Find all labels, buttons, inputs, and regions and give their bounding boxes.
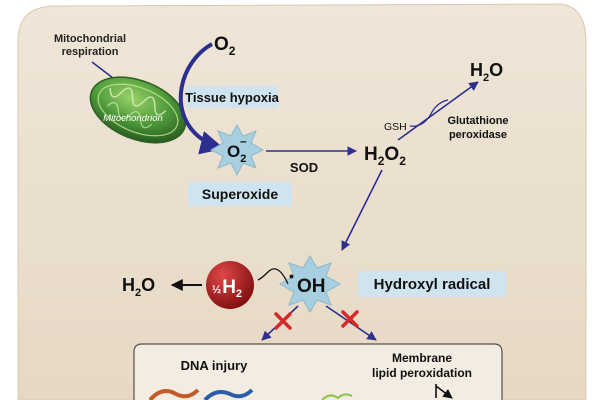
half-h2-sphere [206,261,254,309]
dna-helix-illustration [148,388,254,400]
mitochondrion-label: Mitochondrion [103,113,163,124]
outcomes-box [133,343,503,400]
gsh-label: GSH [384,121,407,133]
hydroxyl-dot: • [289,268,294,284]
gpx-label: Glutathione [447,115,508,127]
arrow-oh-to-membrane [325,305,377,341]
mito-respiration-label: Mitochondrial [54,33,126,45]
block-x-icon-right [341,310,359,328]
h2o-top-molecule: H2O [470,60,503,84]
arrow-o2-to-superoxide [178,42,225,155]
superoxide-charge: – [240,134,247,148]
hydroxyl-formula: OH [297,276,326,297]
sod-label: SOD [290,160,318,175]
superoxide-label: Superoxide [202,186,278,202]
membrane-illustration [321,384,453,400]
oh-to-h2-connector [257,268,289,285]
hydroxyl-label: Hydroxyl radical [374,276,491,293]
membrane-label: Membrane [392,351,452,365]
superoxide-formula: O2 [227,142,246,165]
superoxide-star [209,123,265,177]
arrow-h2o2-to-h2o [397,81,479,141]
mito-respiration-label-2: respiration [62,46,119,58]
o2-molecule: O2 [214,34,236,58]
h2o2-molecule: H2O2 [364,144,406,168]
half-h2-label: ½H2 [212,277,242,300]
hydroxyl-label-box [358,271,506,297]
superoxide-label-box [188,182,292,206]
h2o-left-molecule: H2O [122,275,155,299]
gpx-label-2: peroxidase [449,129,507,141]
membrane-label-2: lipid peroxidation [372,366,472,380]
block-x-icon-left [274,312,292,330]
tissue-hypoxia-label: Tissue hypoxia [185,90,279,105]
dna-injury-label: DNA injury [181,358,248,373]
gsh-arrow [409,99,449,127]
arrow-h2o2-to-oh [341,169,383,251]
tissue-hypoxia-box [186,86,278,108]
hydroxyl-star [278,255,342,313]
mitochondrion-illustration [89,76,187,144]
